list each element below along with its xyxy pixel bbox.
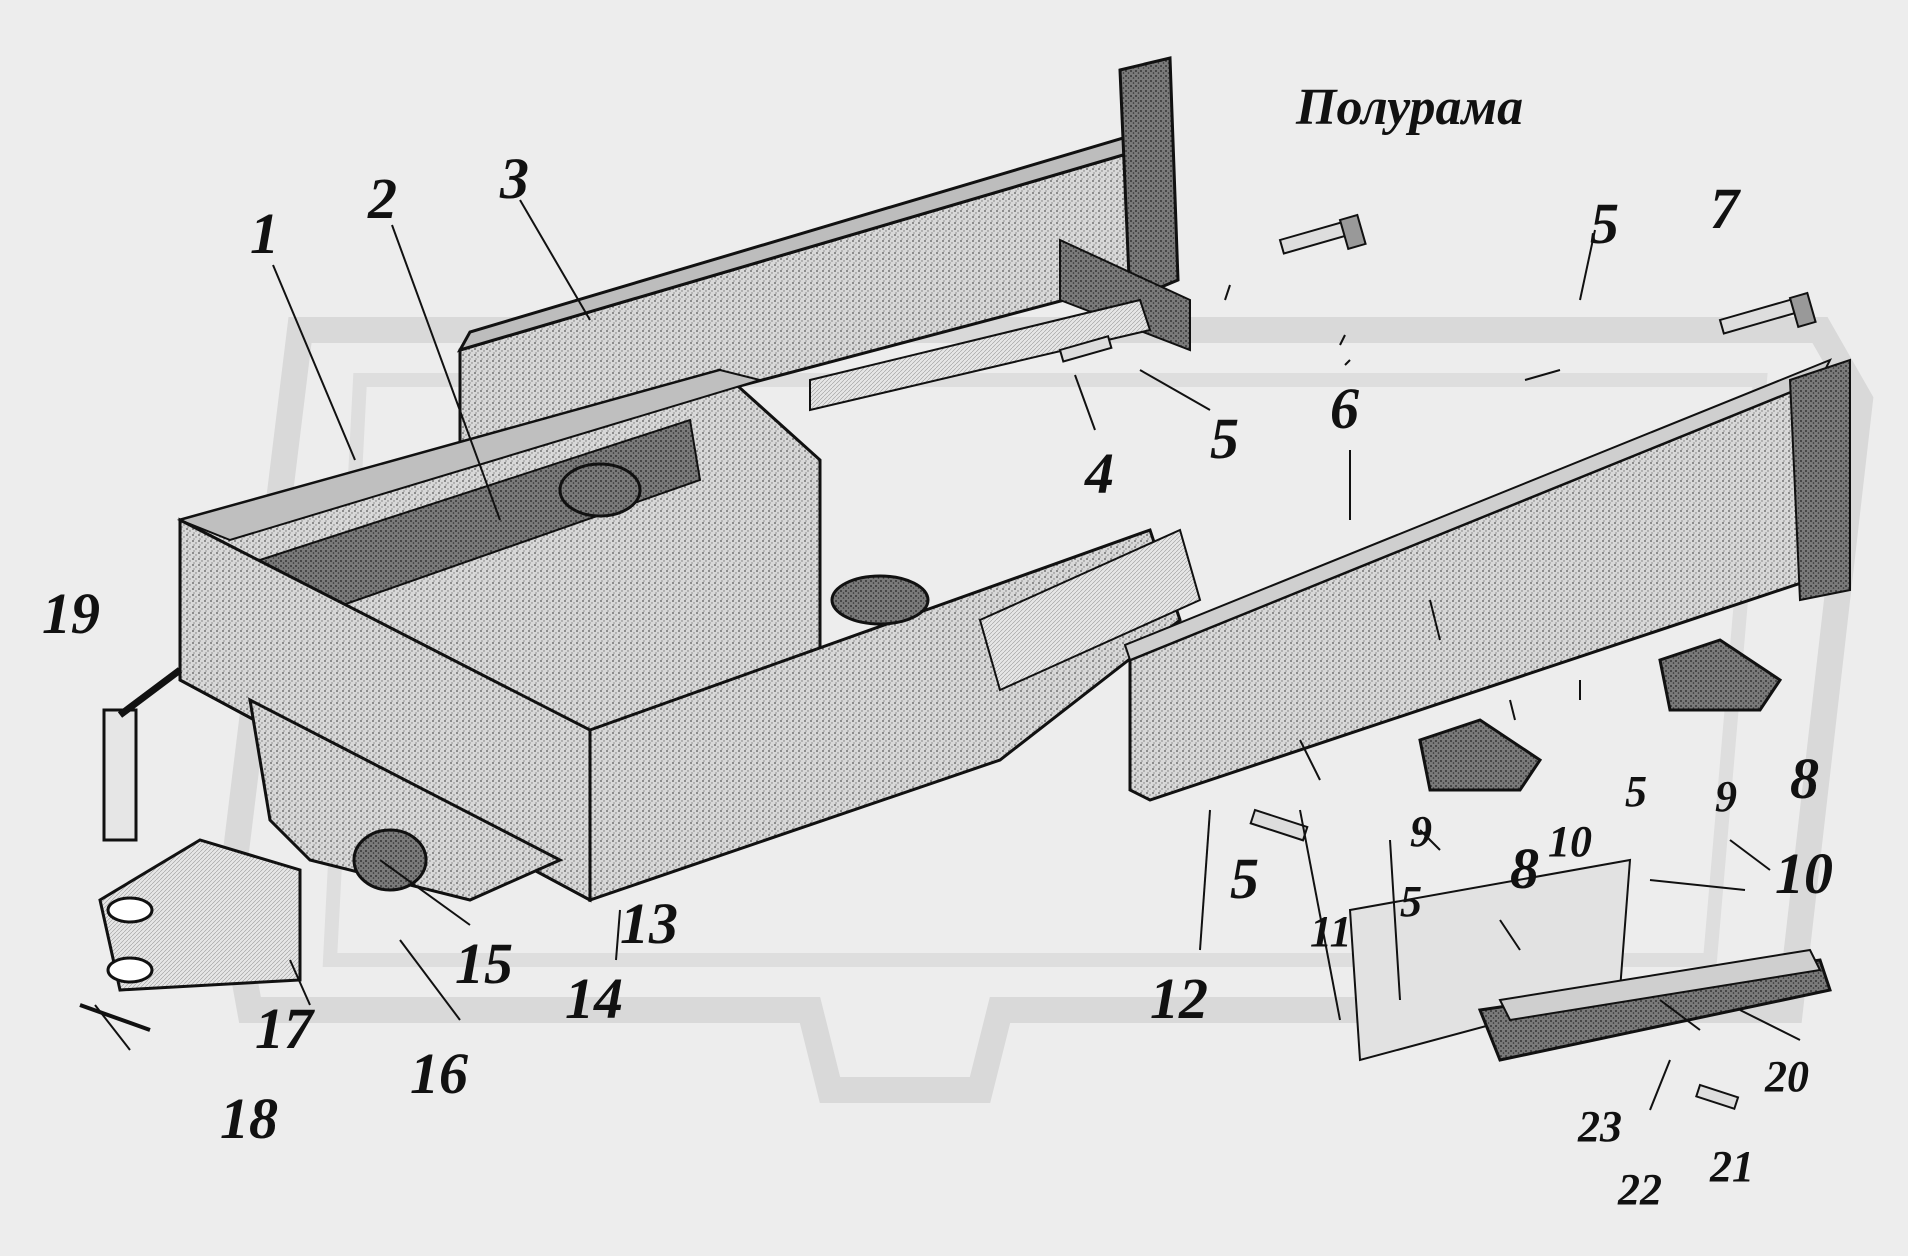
callout-20: 20: [1765, 1052, 1809, 1101]
callout-9-b: 9: [1715, 772, 1737, 821]
hitch-part-16: [98, 838, 302, 992]
bolt-part-4: [1058, 334, 1113, 363]
callout-10-a: 10: [1548, 817, 1592, 866]
callout-5-d: 5: [1230, 846, 1259, 911]
callout-2: 2: [368, 166, 397, 231]
pin-part-19: [102, 667, 183, 842]
bolt-part-6: [1278, 213, 1367, 255]
leader-lines: [94, 199, 1801, 1111]
callout-5-c: 5: [1625, 767, 1647, 816]
callout-11: 11: [1310, 907, 1352, 956]
callout-18: 18: [220, 1086, 278, 1151]
callout-5-b: 5: [1590, 191, 1619, 256]
bolt-part-21: [1695, 1083, 1740, 1111]
callout-5-e: 5: [1400, 877, 1422, 926]
bracket-part-8: [1418, 638, 1783, 792]
callout-12: 12: [1150, 966, 1208, 1031]
callout-10-b: 10: [1775, 841, 1833, 906]
callout-22: 22: [1618, 1165, 1662, 1214]
callout-15: 15: [455, 931, 513, 996]
main-frame-part-1: [176, 368, 1202, 903]
step-part-20: [1348, 858, 1832, 1062]
callout-14: 14: [565, 966, 623, 1031]
cotter-pin-part-18: [79, 1003, 151, 1032]
diagram-title: Полурама: [1296, 79, 1524, 136]
callout-21: 21: [1710, 1142, 1754, 1191]
callout-19: 19: [42, 581, 100, 646]
callout-6: 6: [1330, 376, 1359, 441]
callout-3: 3: [500, 146, 529, 211]
callout-1: 1: [250, 201, 279, 266]
callout-4: 4: [1085, 441, 1114, 506]
side-beam-part-10: [1123, 358, 1851, 802]
callout-5-a: 5: [1210, 406, 1239, 471]
bolts: [1058, 213, 1817, 1111]
rear-beam-part-3: [456, 56, 1191, 462]
callout-8-b: 8: [1790, 746, 1819, 811]
callout-16: 16: [410, 1041, 468, 1106]
bolt-part-7: [1718, 291, 1817, 335]
callout-23: 23: [1578, 1102, 1622, 1151]
callout-7: 7: [1710, 176, 1739, 241]
callout-13: 13: [620, 891, 678, 956]
callout-9-a: 9: [1410, 807, 1432, 856]
bolt-part-11: [1249, 808, 1309, 842]
callout-8-a: 8: [1510, 836, 1539, 901]
callout-17: 17: [255, 996, 313, 1061]
